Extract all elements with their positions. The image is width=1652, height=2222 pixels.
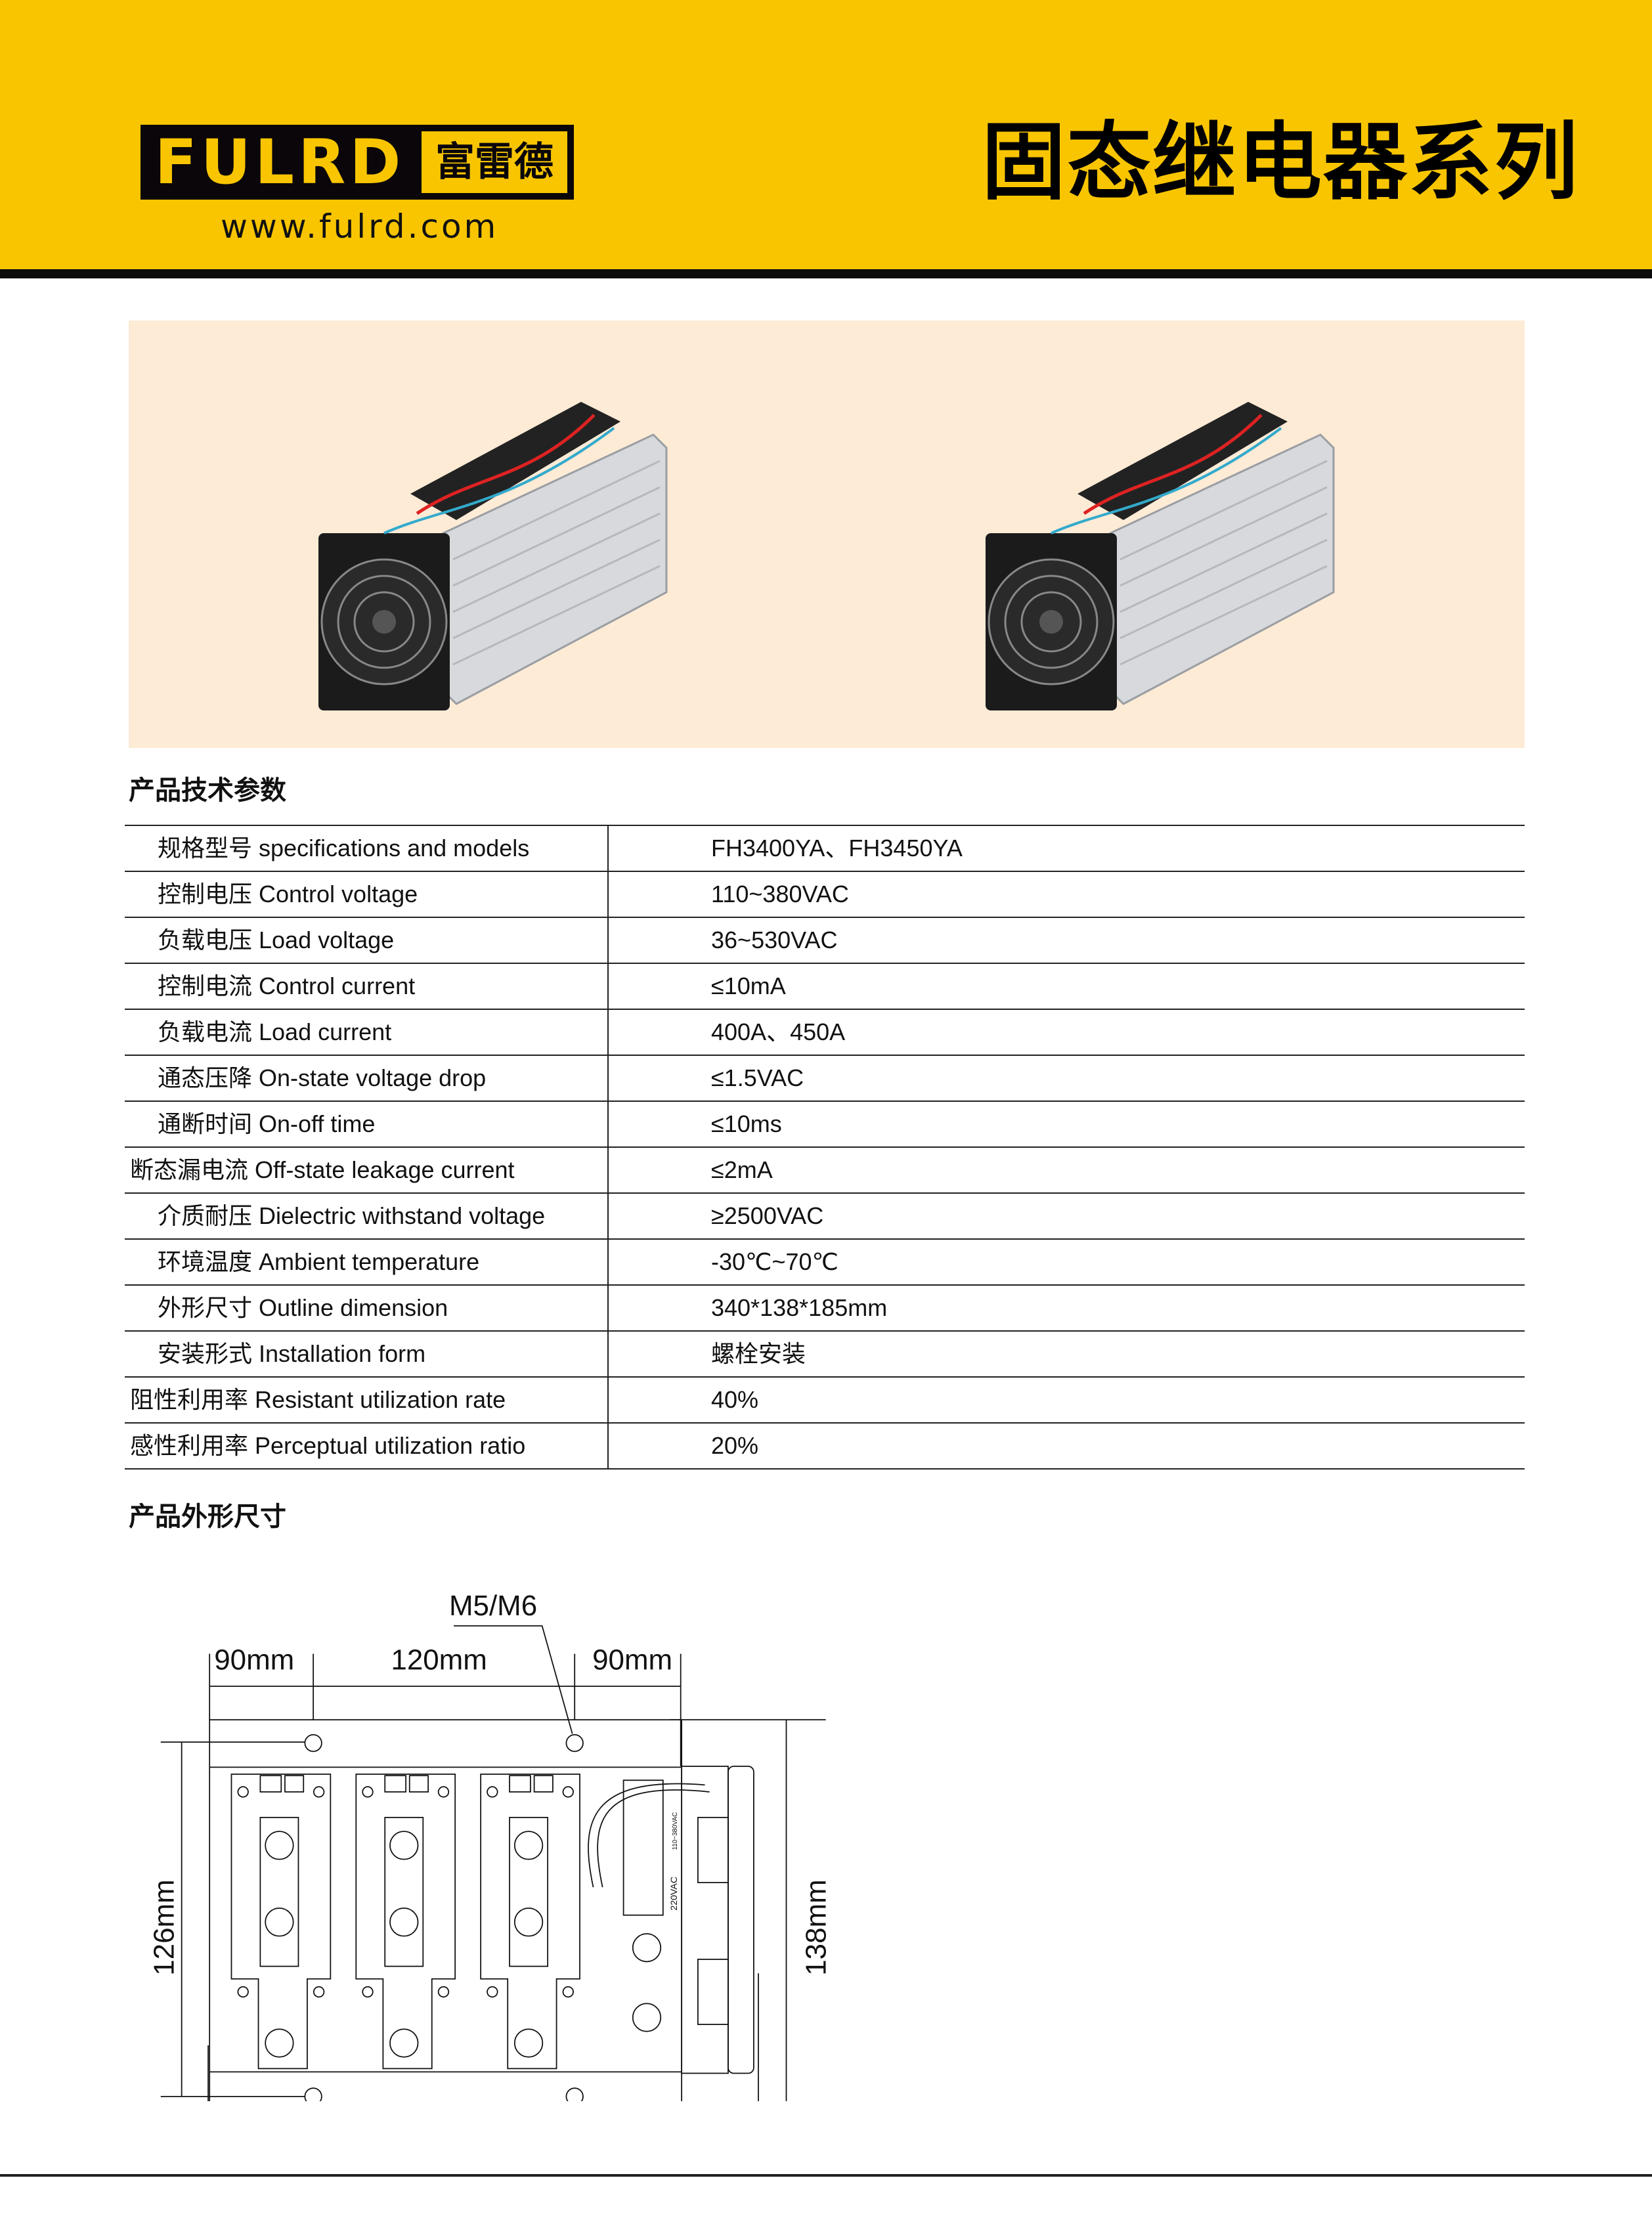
logo-cn: 富雷德 — [419, 129, 570, 196]
spec-value: FH3400YA、FH3450YA — [608, 825, 1525, 872]
terminal-label: 110~380VAC — [672, 1812, 679, 1850]
spec-value: 36~530VAC — [608, 917, 1525, 964]
spec-value: ≤10ms — [608, 1100, 1525, 1148]
spec-value: ≥2500VAC — [608, 1192, 1525, 1240]
spec-value: ≤1.5VAC — [608, 1055, 1525, 1102]
mounting-hole — [565, 1733, 584, 1753]
header-divider — [0, 269, 1652, 278]
terminal-block — [622, 1779, 664, 1916]
dim-top-right: 90mm — [592, 1644, 672, 1676]
spec-value: 20% — [608, 1422, 1525, 1470]
product-image-1 — [318, 402, 668, 710]
spec-value: ≤10mA — [608, 963, 1525, 1010]
screw-leader-line — [454, 1625, 573, 1734]
product-photo-panel — [129, 320, 1525, 748]
screw-label: M5/M6 — [449, 1590, 537, 1622]
fuse-icon — [632, 1933, 662, 1963]
logo-en: FULRD — [154, 126, 405, 198]
dim-top-mid: 120mm — [391, 1644, 487, 1676]
spec-label: 控制电流 Control current — [125, 963, 609, 1010]
specs-heading: 产品技术参数 — [129, 775, 286, 806]
dim-right-height: 138mm — [800, 1879, 833, 1975]
spec-label: 负载电流 Load current — [125, 1009, 609, 1056]
mounting-hole — [565, 2087, 584, 2101]
spec-row: 通态压降 On-state voltage drop≤1.5VAC — [125, 1055, 1525, 1102]
ssr-module — [355, 1774, 456, 2070]
ssr-module — [480, 1774, 580, 2070]
page-title: 固态继电器系列 — [982, 114, 1580, 211]
dim-left-height: 126mm — [148, 1879, 181, 1975]
spec-value: 340*138*185mm — [608, 1284, 1525, 1332]
spec-value: 40% — [608, 1376, 1525, 1424]
ssr-module — [230, 1774, 332, 2070]
fuse-icon — [632, 2003, 662, 2032]
spec-value: 110~380VAC — [608, 871, 1525, 918]
dimensions-heading: 产品外形尺寸 — [129, 1502, 286, 1532]
spec-label: 规格型号 specifications and models — [125, 825, 609, 872]
spec-label: 负载电压 Load voltage — [125, 917, 609, 964]
spec-label: 感性利用率 Perceptual utilization ratio — [125, 1422, 609, 1470]
spec-label: 控制电压 Control voltage — [125, 871, 609, 918]
brand-logo: FULRD 富雷德 — [141, 125, 574, 200]
dim-top-left: 90mm — [214, 1644, 294, 1676]
fan-housing — [681, 1766, 729, 2074]
spec-row: 控制电流 Control current≤10mA — [125, 963, 1525, 1010]
spec-label: 介质耐压 Dielectric withstand voltage — [125, 1192, 609, 1240]
dimension-drawing: M5/M6 90mm 120mm 90mm 126mm 138mm 300mm … — [148, 1590, 833, 2101]
website-url[interactable]: www.fulrd.com — [221, 207, 499, 246]
spec-row: 通断时间 On-off time≤10ms — [125, 1100, 1525, 1148]
spec-value: 400A、450A — [608, 1009, 1525, 1056]
heatsink-illustration — [318, 402, 668, 710]
spec-value: ≤2mA — [608, 1146, 1525, 1194]
footer-divider — [0, 2174, 1652, 2177]
spec-row: 介质耐压 Dielectric withstand voltage≥2500VA… — [125, 1192, 1525, 1240]
product-image-2 — [986, 402, 1335, 710]
mounting-plate — [209, 1719, 683, 2101]
mounting-hole — [304, 2087, 322, 2101]
spec-value: -30℃~70℃ — [608, 1238, 1525, 1286]
spec-row: 环境温度 Ambient temperature-30℃~70℃ — [125, 1238, 1525, 1286]
terminal-label: 220VAC — [669, 1877, 680, 1911]
spec-value: 螺栓安装 — [608, 1330, 1525, 1378]
mounting-hole — [304, 1733, 322, 1753]
spec-label: 断态漏电流 Off-state leakage current — [125, 1146, 609, 1194]
heatsink-illustration — [986, 402, 1335, 710]
spec-label: 阻性利用率 Resistant utilization rate — [125, 1376, 609, 1424]
spec-label: 通断时间 On-off time — [125, 1100, 609, 1148]
spec-label: 外形尺寸 Outline dimension — [125, 1284, 609, 1332]
spec-label: 环境温度 Ambient temperature — [125, 1238, 609, 1286]
spec-row: 断态漏电流 Off-state leakage current≤2mA — [125, 1146, 1525, 1194]
spec-label: 通态压降 On-state voltage drop — [125, 1055, 609, 1102]
spec-label: 安装形式 Installation form — [125, 1330, 609, 1378]
